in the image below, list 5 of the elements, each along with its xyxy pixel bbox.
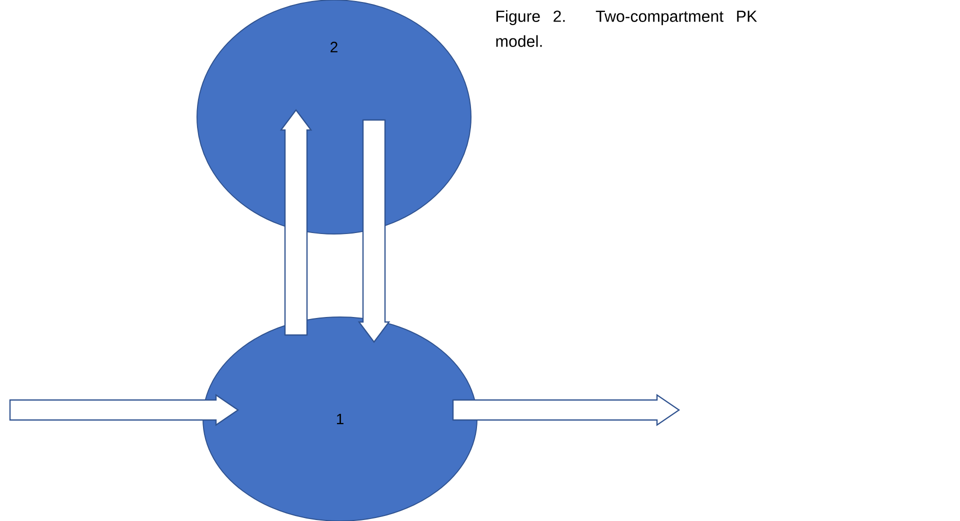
block-arrow <box>280 109 312 336</box>
figure-caption: Figure 2. Two-compartment PK model. <box>496 10 757 47</box>
block-arrow <box>9 394 240 426</box>
block-arrow <box>358 119 390 343</box>
block-arrow <box>452 394 680 426</box>
